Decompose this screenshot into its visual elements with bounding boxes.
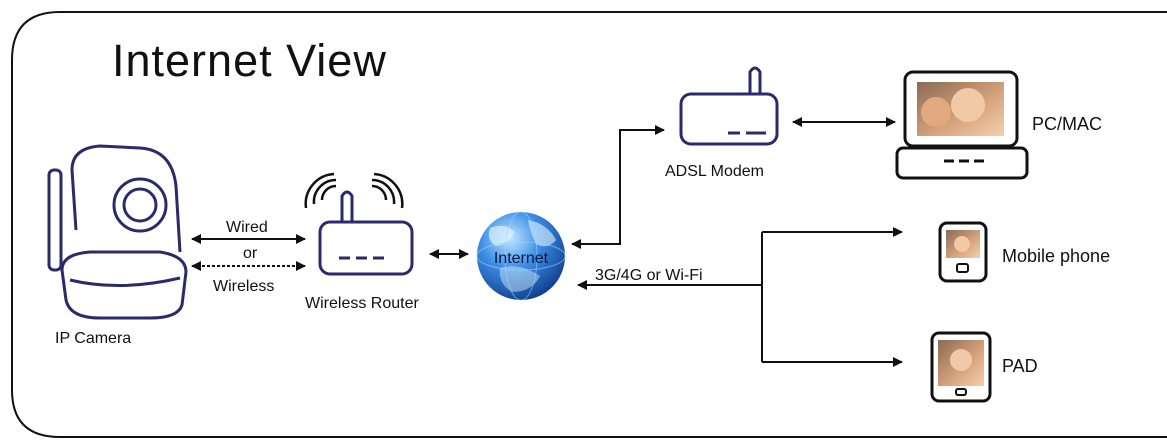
pc-monitor-icon [895,70,1029,180]
pad-label: PAD [1002,356,1038,376]
ip-camera-label: IP Camera [55,330,131,347]
or-label: or [243,245,258,262]
mobile-phone-label: Mobile phone [1002,246,1110,266]
mobile-link-label: 3G/4G or Wi-Fi [595,267,703,284]
wireless-router-label: Wireless Router [305,295,419,312]
wifi-signal-icon [304,172,404,209]
internet-modem-connector [571,125,665,249]
adsl-modem-icon [679,66,779,146]
internet-globe-icon [476,211,566,301]
outer-frame [11,11,1167,438]
wireless-label: Wireless [213,278,274,295]
pad-tablet-icon [930,331,992,403]
ip-camera-icon [47,144,188,320]
adsl-modem-label: ADSL Modem [665,163,764,180]
internet-label: Internet [494,250,549,267]
wired-label: Wired [226,219,268,236]
mobile-phone-icon [938,221,988,283]
page-title: Internet View [112,35,387,86]
pc-mac-label: PC/MAC [1032,114,1102,134]
wireless-router-icon [318,190,414,276]
